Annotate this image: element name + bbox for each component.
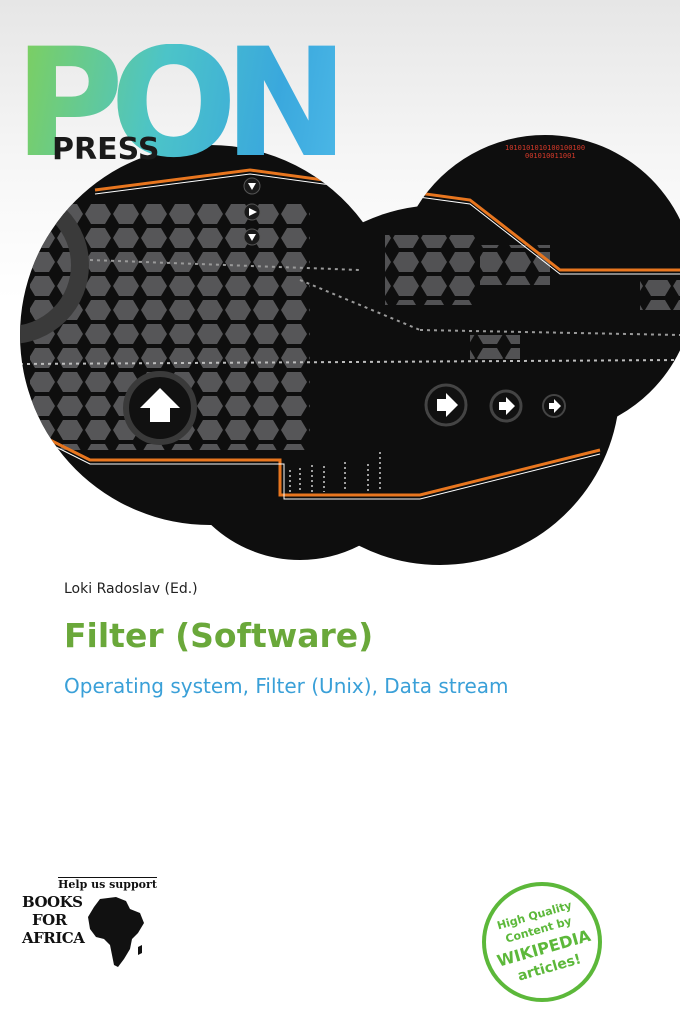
arrow-down-icon <box>243 177 261 195</box>
bfa-line-books: BOOKS <box>22 893 83 911</box>
bfa-line-for: FOR <box>32 911 67 929</box>
books-for-africa-logo: Help us support BOOKS FOR AFRICA <box>18 875 168 975</box>
arrow-right-icon <box>243 203 261 221</box>
arrow-up-icon <box>123 371 197 445</box>
arrow-down-icon <box>243 228 261 246</box>
wikipedia-quality-badge: High Quality Content by WIKIPEDIA articl… <box>482 882 602 1002</box>
cover-artwork: 1010101010100100100 001010011001 <box>20 135 680 565</box>
binary-text-1: 1010101010100100100 <box>505 144 585 152</box>
logo-press-text: PRESS <box>52 132 160 167</box>
arrow-right-icon <box>489 389 523 423</box>
publisher-logo: PON PRESS <box>14 29 349 179</box>
book-subtitle: Operating system, Filter (Unix), Data st… <box>64 674 509 698</box>
africa-map-icon <box>88 897 144 967</box>
arrow-right-icon <box>424 383 468 427</box>
logo-letters: PON <box>14 17 349 191</box>
bfa-line-africa: AFRICA <box>22 929 85 947</box>
arrow-right-icon <box>542 394 566 418</box>
book-title: Filter (Software) <box>64 616 374 655</box>
binary-text-2: 001010011001 <box>525 152 576 160</box>
bfa-help-text: Help us support <box>58 877 157 891</box>
book-author: Loki Radoslav (Ed.) <box>64 581 198 597</box>
